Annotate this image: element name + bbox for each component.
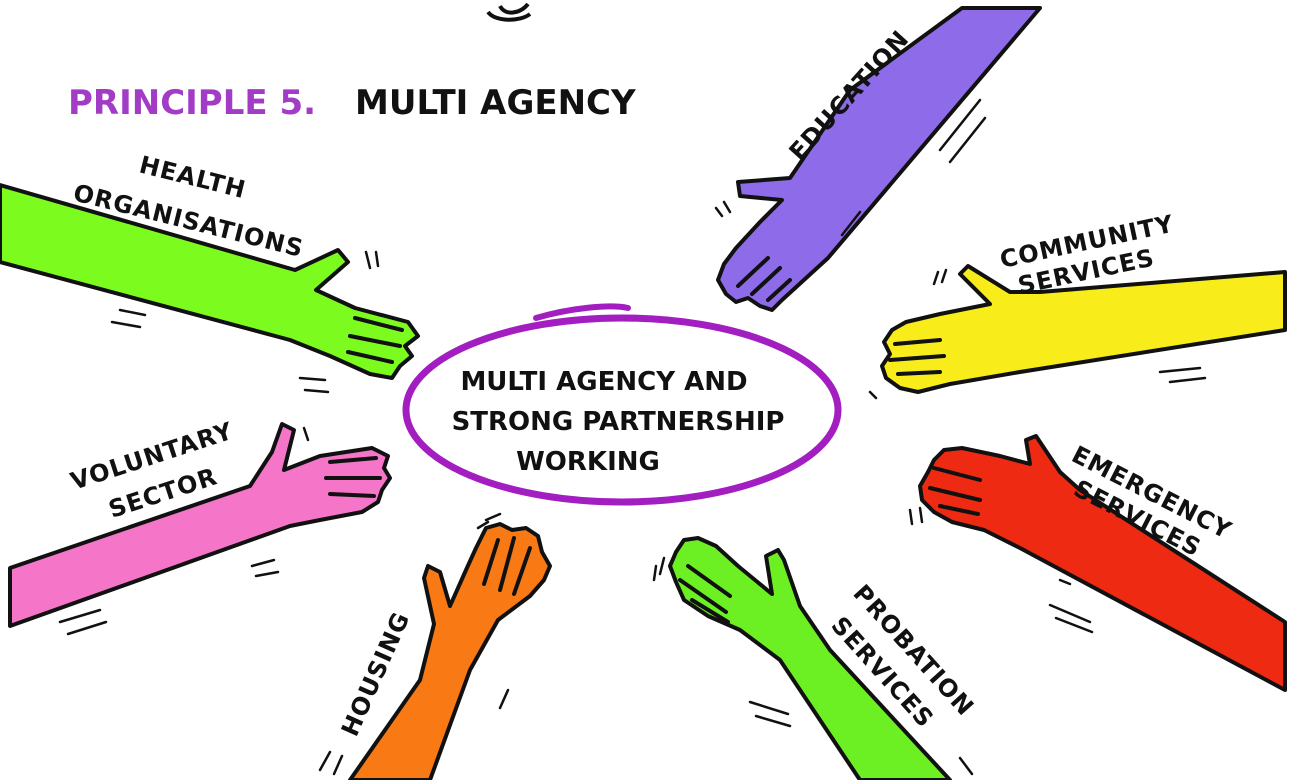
title-prefix: PRINCIPLE 5.	[68, 83, 316, 123]
center-line-3: WORKING	[516, 447, 660, 477]
diagram-title: PRINCIPLE 5. MULTI AGENCY	[68, 83, 636, 123]
arm-emergency-shape	[918, 434, 1287, 692]
arm-community-shape	[880, 264, 1287, 394]
arm-probation-shape	[668, 536, 952, 780]
arm-housing	[318, 512, 552, 780]
arm-voluntary-sector	[8, 422, 392, 636]
arm-probation-services	[652, 536, 974, 780]
arm-voluntary-shape	[8, 422, 392, 628]
label-health-line-1: HEALTH	[137, 151, 249, 204]
center-ellipse	[402, 314, 842, 506]
arm-emergency-services	[908, 434, 1287, 692]
center-ellipse-group: MULTI AGENCY AND STRONG PARTNERSHIP WORK…	[402, 303, 842, 506]
arm-community-services	[868, 264, 1287, 400]
title-main: MULTI AGENCY	[355, 83, 636, 123]
center-line-2: STRONG PARTNERSHIP	[452, 407, 785, 437]
arm-health-organisations	[0, 183, 420, 394]
arm-education	[714, 6, 1042, 312]
center-line-1: MULTI AGENCY AND	[460, 367, 747, 397]
arm-education-shape	[716, 6, 1042, 312]
top-scribble	[486, 2, 532, 22]
arm-health-shape	[0, 183, 420, 380]
